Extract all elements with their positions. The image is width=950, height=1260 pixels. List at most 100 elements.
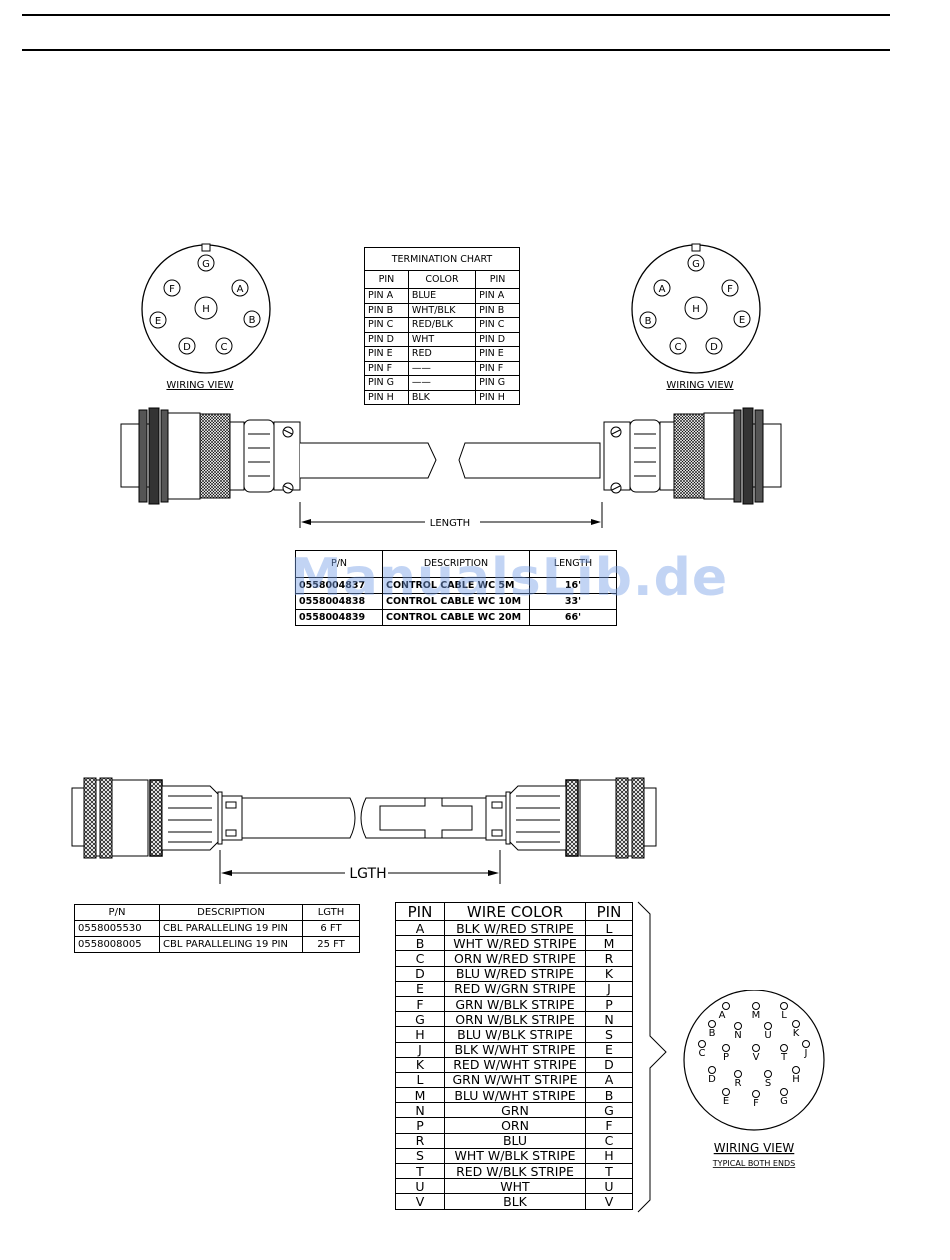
table-cell: PIN B <box>475 302 520 318</box>
table-cell: B <box>395 935 445 952</box>
svg-text:K: K <box>793 1028 800 1039</box>
pin-C: C <box>215 337 233 355</box>
termination-chart-title: TERMINATION CHART <box>364 247 520 271</box>
svg-text:H: H <box>202 304 210 315</box>
table-cell: WHT <box>444 1178 586 1195</box>
table-cell: E <box>395 980 445 997</box>
col-header: DESCRIPTION <box>382 550 530 578</box>
connector-19pin-left <box>71 777 243 859</box>
svg-text:N: N <box>734 1030 741 1041</box>
table-cell: —— <box>407 375 477 391</box>
pin-D: D <box>705 337 723 355</box>
pin-G: G <box>197 254 215 272</box>
table-cell: BLU <box>444 1132 586 1149</box>
wiring-view-right: G A F H B E C D WIRING VIEW <box>631 243 761 391</box>
paralleling-cable-drawing: LGTH <box>71 777 657 884</box>
table-cell: K <box>585 965 633 982</box>
pin-S: S <box>764 1070 772 1089</box>
table-cell: BLU W/WHT STRIPE <box>444 1087 586 1104</box>
col-header: COLOR <box>407 270 477 289</box>
pin-G: G <box>687 254 705 272</box>
wiring-view-caption: WIRING VIEW <box>166 380 233 391</box>
table-cell: 66' <box>529 609 617 626</box>
table-cell: PIN A <box>364 288 409 304</box>
pin-H: H <box>792 1066 800 1085</box>
table-cell: M <box>395 1087 445 1104</box>
lgth-label: LGTH <box>349 866 386 882</box>
table-cell: WHT W/RED STRIPE <box>444 935 586 952</box>
table-cell: G <box>395 1011 445 1028</box>
table-cell: E <box>585 1041 633 1058</box>
table-cell: RED <box>407 346 477 362</box>
svg-text:C: C <box>221 342 228 353</box>
table-cell: C <box>585 1132 633 1149</box>
bracket <box>637 901 667 1213</box>
table-cell: U <box>395 1178 445 1195</box>
table-cell: A <box>585 1071 633 1089</box>
table-cell: RED/BLK <box>407 317 477 333</box>
table-cell: D <box>585 1056 633 1073</box>
svg-text:G: G <box>202 259 210 270</box>
table-cell: L <box>585 919 633 937</box>
table-cell: N <box>395 1102 445 1119</box>
pin-H: H <box>194 296 218 320</box>
pin-M: M <box>752 1002 760 1021</box>
table-cell: T <box>395 1162 445 1180</box>
col-header: P/N <box>74 904 160 921</box>
pin-R: R <box>734 1070 742 1089</box>
pin-B: B <box>243 310 261 328</box>
svg-text:B: B <box>645 316 652 327</box>
table-cell: PIN B <box>364 302 409 318</box>
svg-text:F: F <box>169 284 175 295</box>
table-cell: L <box>395 1071 445 1089</box>
pin-D: D <box>178 337 196 355</box>
watermark: ManualsLib.de <box>290 548 729 608</box>
table-cell: J <box>585 980 633 997</box>
table-cell: GRN W/BLK STRIPE <box>444 995 586 1013</box>
pin-E: E <box>733 310 751 328</box>
table-cell: BLU W/BLK STRIPE <box>444 1026 586 1043</box>
table-cell: N <box>585 1011 633 1028</box>
svg-text:C: C <box>675 342 682 353</box>
pin-U: U <box>764 1022 772 1041</box>
table-cell: PIN D <box>364 331 409 347</box>
table-cell: K <box>395 1056 445 1073</box>
col-header: PIN <box>364 270 409 289</box>
pin-E: E <box>722 1088 730 1107</box>
table-cell: F <box>395 995 445 1013</box>
svg-text:G: G <box>692 259 700 270</box>
svg-text:E: E <box>155 316 161 327</box>
table-cell: G <box>585 1102 633 1119</box>
pin-T: T <box>780 1044 788 1063</box>
table-cell: PIN F <box>475 360 520 376</box>
svg-text:S: S <box>765 1078 771 1089</box>
table-cell: RED W/GRN STRIPE <box>444 980 586 997</box>
pin-B: B <box>639 311 657 329</box>
table-cell: V <box>395 1193 445 1210</box>
pin-A: A <box>719 1002 730 1021</box>
pin-J: J <box>802 1040 810 1059</box>
table-cell: T <box>585 1162 633 1180</box>
svg-text:U: U <box>764 1030 771 1041</box>
wiring-view-caption: WIRING VIEW <box>714 1141 795 1155</box>
pin-C: C <box>669 337 687 355</box>
